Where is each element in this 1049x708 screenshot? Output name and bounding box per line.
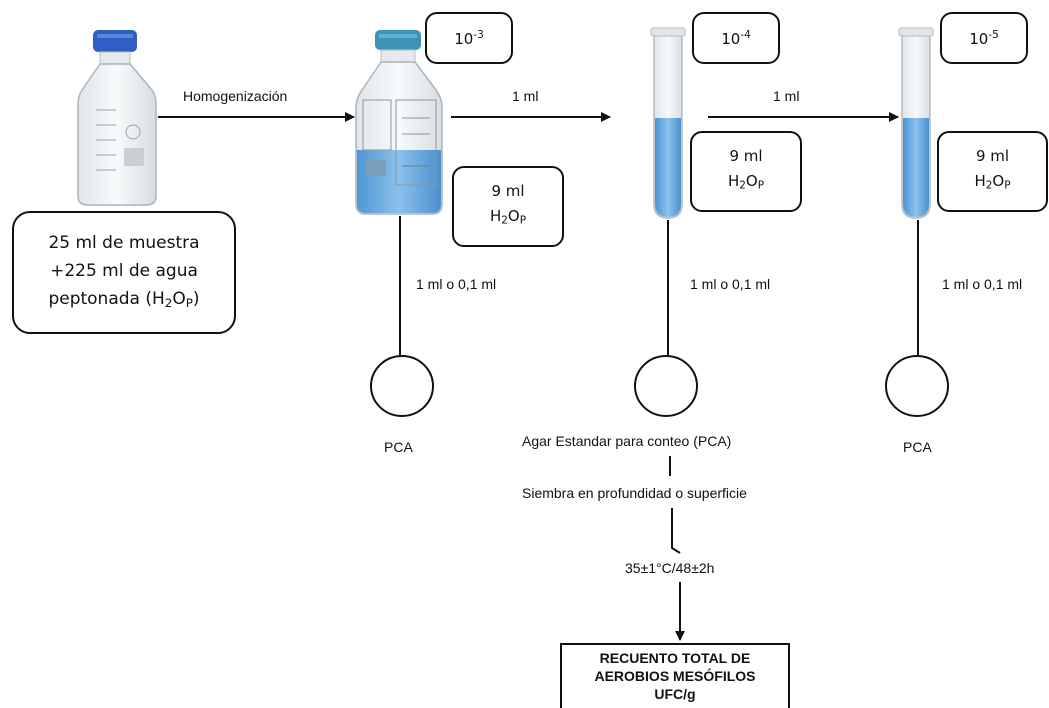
dilution-label-5: 10-5 (940, 12, 1028, 64)
final-line-1: RECUENTO TOTAL DE (599, 650, 751, 666)
petri-dish-icon (634, 355, 698, 417)
dilution-exponent: -5 (988, 28, 999, 41)
plating-label-3: 1 ml o 0,1 ml (942, 276, 1023, 292)
sample-line-2: +225 ml de agua (50, 260, 198, 281)
dilution-bottle-icon (355, 30, 443, 215)
transfer-label-2: 1 ml (773, 88, 800, 104)
diluent-formula: H2OP (974, 172, 1011, 192)
diluent-volume: 9 ml (975, 147, 1010, 166)
dilution-base: 10 (454, 29, 474, 48)
sample-line-3: peptonada (H2OP) (48, 288, 200, 310)
plating-label-2: 1 ml o 0,1 ml (690, 276, 771, 292)
diluent-formula: H2OP (727, 172, 765, 192)
final-result-box: RECUENTO TOTAL DE AEROBIOS MESÓFILOS UFC… (560, 643, 790, 708)
dilution-label-4: 10-4 (692, 12, 780, 64)
diluent-formula: H2OP (489, 207, 527, 227)
final-line-3: UFC/g (654, 686, 696, 702)
dilution-label-3: 10-3 (425, 12, 513, 64)
diluent-box-3: 9 ml H2OP (937, 131, 1048, 212)
flow-line-2 (671, 508, 681, 554)
pca-label-right: PCA (903, 439, 932, 455)
dilution-exponent: -3 (473, 28, 484, 41)
homogenization-label: Homogenización (183, 88, 288, 104)
petri-dish-icon (370, 355, 434, 417)
diluent-box-2: 9 ml H2OP (690, 131, 802, 212)
final-line-2: AEROBIOS MESÓFILOS (594, 668, 756, 684)
seeding-label: Siembra en profundidad o superficie (522, 485, 747, 501)
transfer-label-1: 1 ml (512, 88, 539, 104)
sample-bottle-icon (77, 30, 157, 206)
sample-line-1: 25 ml de muestra (48, 232, 200, 253)
pca-label-left: PCA (384, 439, 413, 455)
petri-dish-icon (885, 355, 949, 417)
diluent-volume: 9 ml (491, 182, 525, 201)
dilution-base: 10 (969, 29, 989, 48)
diluent-box-1: 9 ml H2OP (452, 166, 564, 247)
agar-label: Agar Estandar para conteo (PCA) (522, 433, 732, 449)
incubation-label: 35±1°C/48±2h (625, 560, 715, 576)
test-tube-icon (650, 27, 686, 219)
diluent-volume: 9 ml (729, 147, 763, 166)
dilution-base: 10 (721, 29, 741, 48)
sample-box: 25 ml de muestra +225 ml de agua peptona… (12, 211, 236, 334)
plating-label-1: 1 ml o 0,1 ml (416, 276, 497, 292)
test-tube-icon (898, 27, 934, 219)
dilution-exponent: -4 (740, 28, 751, 41)
